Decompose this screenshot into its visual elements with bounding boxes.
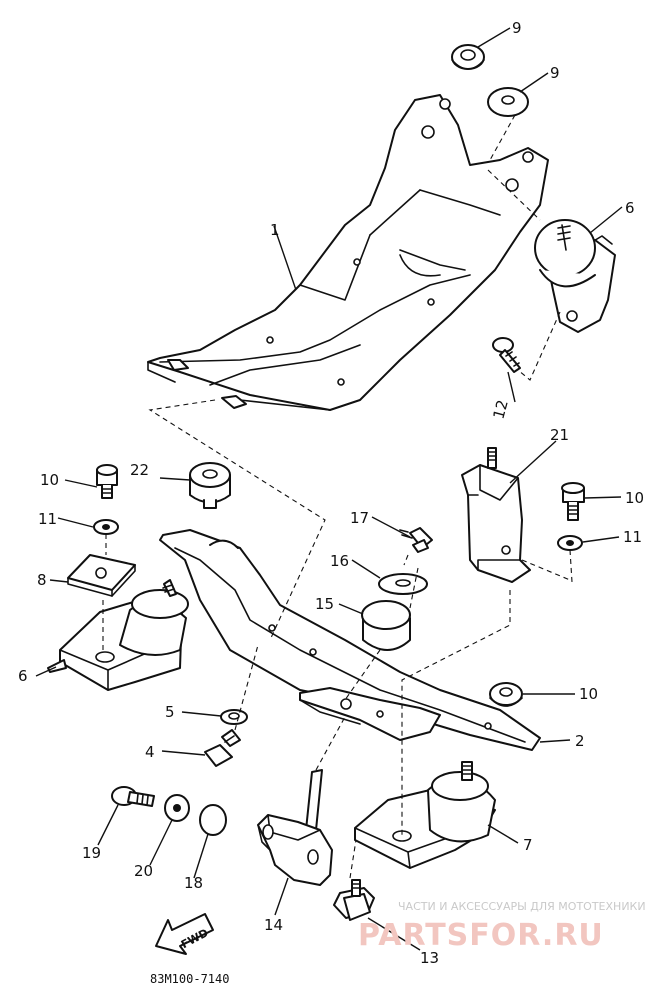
callout-21: 21	[550, 426, 569, 444]
callout-6-right: 7	[523, 836, 533, 854]
nut-part-9-lower	[489, 682, 523, 707]
callout-10-right: 10	[625, 489, 644, 507]
fwd-arrow-icon: FWD	[155, 913, 214, 955]
callout-19: 19	[82, 844, 101, 862]
callout-15: 15	[315, 595, 334, 613]
plate-part-7	[67, 554, 136, 597]
callout-6-left: 6	[18, 667, 28, 685]
washer-part-8	[487, 87, 529, 117]
washer-part-16	[378, 573, 428, 595]
washer-part-18	[199, 804, 227, 836]
bracket-part-21	[461, 447, 531, 583]
rubber-damper-part-22	[189, 462, 231, 509]
bolt-part-10-left	[96, 464, 118, 499]
callout-5: 6	[625, 199, 635, 217]
callout-7: 8	[37, 571, 47, 589]
bracket-part-2	[159, 529, 541, 751]
callout-labels: 9 9 6 1 12 21 22 10 10 11 11 17 16 15 8 …	[18, 19, 644, 967]
washer-part-11-left	[93, 519, 119, 535]
nut-part-9-top	[451, 44, 485, 70]
leader-lines	[35, 27, 623, 951]
callout-20: 20	[134, 862, 153, 880]
watermark-tagline: ЧАСТИ И АКСЕССУАРЫ ДЛЯ МОТОТЕХНИКИ	[398, 900, 646, 913]
callout-16: 16	[330, 552, 349, 570]
watermark-brand: PARTSFOR.RU	[358, 918, 604, 953]
rubber-block-part-15	[361, 600, 411, 651]
callout-8: 9	[550, 64, 560, 82]
callout-12: 12	[489, 398, 511, 421]
bolt-part-3	[204, 729, 241, 767]
skid-plate-part-1	[147, 94, 549, 411]
callout-11-left: 11	[38, 510, 57, 528]
callout-13: 13	[420, 949, 439, 967]
callout-2: 2	[575, 732, 585, 750]
stud-bracket-part-14	[257, 769, 333, 886]
bolt-part-17	[399, 527, 433, 553]
engine-mount-part-6-left	[47, 579, 189, 691]
rubber-mount-part-5	[534, 219, 616, 333]
callout-9-top: 9	[512, 19, 522, 37]
callout-10-left: 10	[40, 471, 59, 489]
nut-part-4	[220, 709, 248, 725]
engine-mount-part-6-right	[354, 761, 496, 869]
callout-1: 1	[270, 221, 280, 239]
washer-part-11-right	[557, 535, 583, 551]
bolt-part-10-right	[561, 482, 585, 521]
drawing-code: 83M100-7140	[150, 972, 229, 986]
bolt-part-12	[492, 337, 521, 373]
watermark: ЧАСТИ И АКСЕССУАРЫ ДЛЯ МОТОТЕХНИКИ PARTS…	[358, 900, 646, 953]
washer-part-20	[164, 794, 190, 822]
callout-22: 22	[130, 461, 149, 479]
callout-4: 5	[165, 703, 175, 721]
nut-part-13	[333, 879, 375, 921]
callout-18: 18	[184, 874, 203, 892]
callout-9-lower: 10	[579, 685, 598, 703]
callout-17: 17	[350, 509, 369, 527]
callout-14: 14	[264, 916, 283, 934]
callout-3: 4	[145, 743, 155, 761]
bolt-part-19	[111, 786, 155, 807]
alignment-lines	[102, 114, 573, 879]
callout-11-right: 11	[623, 528, 642, 546]
